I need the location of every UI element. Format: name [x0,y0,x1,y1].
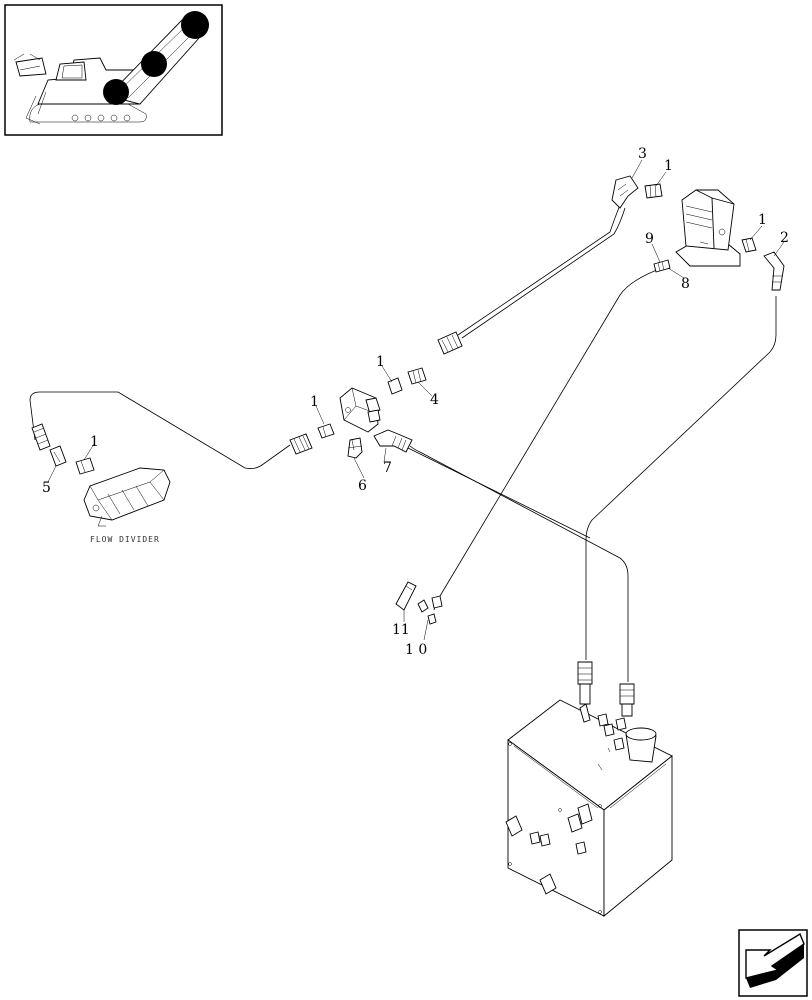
fitting-9-8 [653,259,671,273]
hose-right-to-tank [585,296,777,660]
callout-1-left: 1 [90,434,99,450]
adapter-fitting-1-mid [387,377,403,395]
callout-4: 4 [430,392,439,408]
hose-end-upper [437,331,463,355]
flow-divider-caption: FLOW DIVIDER [90,535,160,544]
flow-divider [83,467,171,527]
callout-11: 11 [392,622,410,638]
leader-lines [47,159,785,641]
machine-locator-icon [4,4,223,136]
hose-lines [29,204,777,682]
fitting-4 [407,367,427,385]
adapter-fitting-1-right [741,237,757,253]
callout-7: 7 [383,460,392,476]
callout-8: 8 [681,276,690,292]
hose-pilot [433,267,663,611]
adapter-fitting-1-valve [317,423,335,439]
fitting-5 [49,445,67,467]
hose-end-left [289,433,313,455]
callout-5: 5 [42,480,51,496]
callout-3: 3 [638,146,647,162]
hose-valve-to-tank [409,445,629,682]
callout-1-top: 1 [664,158,673,174]
valve-block [339,387,381,433]
callout-1-valve: 1 [310,394,319,410]
adapter-fitting-1-left [75,457,95,475]
check-valve-11 [395,581,417,611]
callout-2: 2 [780,230,789,246]
adapter-fitting-1-top [644,183,663,199]
hose-end-tank-1 [577,661,593,705]
callout-10: 1 0 [405,642,427,658]
next-page-arrow-icon[interactable] [738,929,808,997]
hose-flow-divider [29,391,291,469]
callout-9: 9 [645,231,654,247]
hose-end-tank-2 [619,683,635,717]
hydraulic-tank [505,699,673,917]
hydraulic-motor [675,189,741,267]
elbow-fitting-2 [763,251,785,291]
elbow-fitting-7 [373,429,413,453]
elbow-fitting-3 [611,175,639,209]
callout-1-mid: 1 [376,354,385,370]
fitting-10 [417,595,443,625]
hose-upper [457,204,621,336]
callout-6: 6 [358,478,367,494]
hose-end-flow-divider [31,423,51,451]
tee-fitting-6 [347,437,363,459]
callout-1-right: 1 [758,212,767,228]
